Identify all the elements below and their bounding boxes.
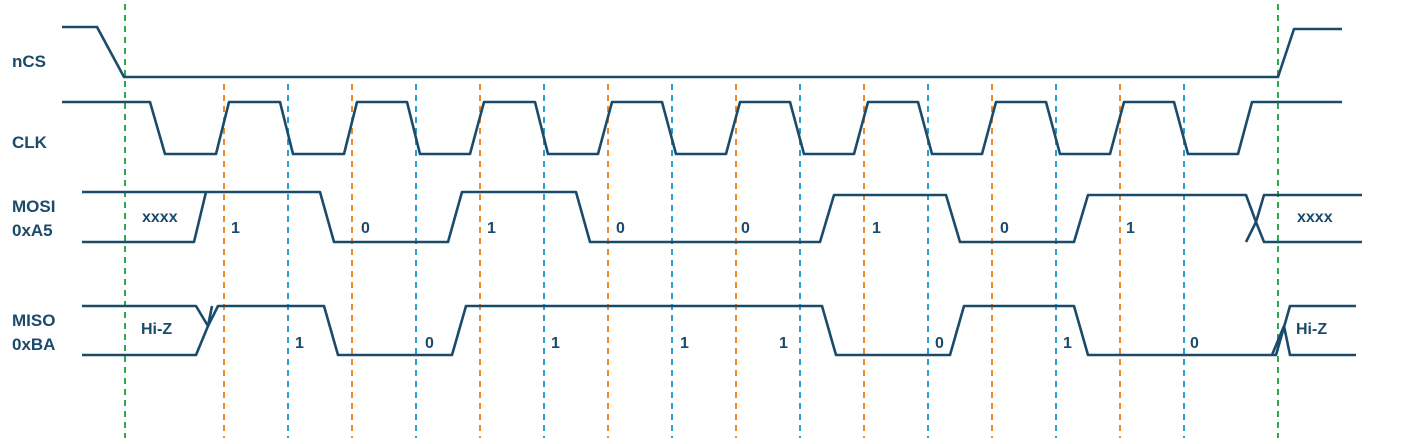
miso-waveform-lower (82, 305, 1356, 357)
mosi-idle-right-label: xxxx (1297, 209, 1333, 226)
miso-label: MISO (12, 311, 55, 330)
miso-bit-label: 1 (551, 335, 560, 352)
miso-bit-label: 0 (1190, 335, 1199, 352)
ncs-label: nCS (12, 52, 46, 71)
ncs-waveform (62, 25, 1342, 79)
clk-waveform (62, 100, 1342, 156)
mosi-label: MOSI (12, 197, 55, 216)
miso-idle-left-label: Hi-Z (141, 321, 172, 338)
mosi-bit-label: 0 (741, 220, 750, 237)
miso-bit-label: 0 (425, 335, 434, 352)
mosi-bit-label: 0 (1000, 220, 1009, 237)
miso-bit-label: 1 (680, 335, 689, 352)
miso-waveform-upper (82, 304, 1356, 357)
miso-value-label: 0xBA (12, 335, 55, 354)
guide-lines (124, 4, 1279, 438)
mosi-idle-left-label: xxxx (142, 209, 178, 226)
miso-bit-label: 1 (1063, 335, 1072, 352)
clk-label: CLK (12, 133, 48, 152)
miso-bit-label: 1 (295, 335, 304, 352)
miso-bit-label: 0 (935, 335, 944, 352)
miso-bit-label: 1 (779, 335, 788, 352)
mosi-value-label: 0xA5 (12, 221, 53, 240)
mosi-bit-label: 0 (616, 220, 625, 237)
miso-idle-right-label: Hi-Z (1296, 321, 1327, 338)
mosi-waveform-upper (82, 190, 1362, 244)
mosi-bit-label: 1 (231, 220, 240, 237)
mosi-bit-label: 0 (361, 220, 370, 237)
mosi-bit-label: 1 (872, 220, 881, 237)
mosi-bit-label: 1 (1126, 220, 1135, 237)
mosi-bit-label: 1 (487, 220, 496, 237)
mosi-waveform-lower (82, 191, 1362, 244)
